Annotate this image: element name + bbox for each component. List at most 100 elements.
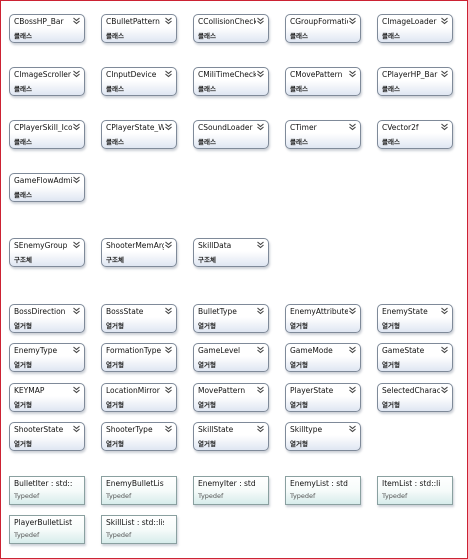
shape-kind: 열거형 — [198, 322, 216, 330]
expand-chevron-icon[interactable] — [164, 307, 173, 315]
expand-chevron-icon[interactable] — [72, 176, 81, 184]
shape-name: EnemyType — [14, 346, 58, 355]
shape-itemlist-std-li[interactable]: ItemList : std::li...Typedef — [377, 476, 453, 505]
expand-chevron-icon[interactable] — [348, 123, 357, 131]
shape-kind: 열거형 — [290, 361, 308, 369]
expand-chevron-icon[interactable] — [72, 425, 81, 433]
expand-chevron-icon[interactable] — [164, 17, 173, 25]
expand-chevron-icon[interactable] — [164, 70, 173, 78]
expand-chevron-icon[interactable] — [72, 241, 81, 249]
shape-enemyiter-std[interactable]: EnemyIter : std:...Typedef — [193, 476, 269, 505]
shape-name: EnemyState — [382, 307, 428, 316]
expand-chevron-icon[interactable] — [348, 17, 357, 25]
shape-name: ShooterMemArg — [106, 241, 164, 250]
expand-chevron-icon[interactable] — [348, 386, 357, 394]
shape-ccollisionchecker[interactable]: CCollisionChecker클래스 — [193, 14, 269, 43]
shape-name: GameLevel — [198, 346, 241, 355]
expand-chevron-icon[interactable] — [164, 123, 173, 131]
shape-enemylist-std[interactable]: EnemyList : std::...Typedef — [285, 476, 361, 505]
shape-skilllist-std-lis[interactable]: SkillList : std::lis...Typedef — [101, 515, 177, 544]
expand-chevron-icon[interactable] — [256, 241, 265, 249]
shape-kind: Typedef — [198, 492, 224, 500]
expand-chevron-icon[interactable] — [256, 346, 265, 354]
expand-chevron-icon[interactable] — [440, 70, 449, 78]
shape-name: ItemList : std::li... — [382, 479, 440, 488]
shape-name: CImageScroller — [14, 70, 71, 79]
shape-kind: 열거형 — [14, 322, 32, 330]
shape-name: CMiliTimeChecker — [198, 70, 256, 79]
shape-selectedcharacter[interactable]: SelectedCharacter열거형 — [377, 383, 453, 412]
expand-chevron-icon[interactable] — [72, 386, 81, 394]
expand-chevron-icon[interactable] — [256, 70, 265, 78]
shape-kind: 열거형 — [382, 322, 400, 330]
shape-name: ShooterType — [106, 425, 153, 434]
shape-enemybulletlist[interactable]: EnemyBulletList...Typedef — [101, 476, 177, 505]
expand-chevron-icon[interactable] — [440, 123, 449, 131]
expand-chevron-icon[interactable] — [440, 386, 449, 394]
expand-chevron-icon[interactable] — [72, 346, 81, 354]
shape-name: PlayerBulletList... — [14, 518, 72, 527]
expand-chevron-icon[interactable] — [348, 346, 357, 354]
expand-chevron-icon[interactable] — [256, 123, 265, 131]
shape-gameflowadmi[interactable]: GameFlowAdmi...클래스 — [9, 173, 85, 202]
expand-chevron-icon[interactable] — [348, 425, 357, 433]
expand-chevron-icon[interactable] — [440, 307, 449, 315]
shape-kind: 클래스 — [198, 85, 216, 93]
expand-chevron-icon[interactable] — [72, 307, 81, 315]
expand-chevron-icon[interactable] — [72, 17, 81, 25]
expand-chevron-icon[interactable] — [164, 241, 173, 249]
shape-cplayerstate-wi[interactable]: CPlayerState_Wi...클래스 — [101, 120, 177, 149]
expand-chevron-icon[interactable] — [256, 17, 265, 25]
expand-chevron-icon[interactable] — [164, 346, 173, 354]
expand-chevron-icon[interactable] — [256, 307, 265, 315]
expand-chevron-icon[interactable] — [72, 123, 81, 131]
shape-enemystate[interactable]: EnemyState 열거형 — [377, 304, 453, 333]
expand-chevron-icon[interactable] — [440, 17, 449, 25]
expand-chevron-icon[interactable] — [256, 425, 265, 433]
expand-chevron-icon[interactable] — [164, 425, 173, 433]
expand-chevron-icon[interactable] — [164, 386, 173, 394]
shape-name: CImageLoader — [382, 17, 437, 26]
expand-chevron-icon[interactable] — [72, 70, 81, 78]
expand-chevron-icon[interactable] — [348, 70, 357, 78]
shape-cgroupformation[interactable]: CGroupFormation클래스 — [285, 14, 361, 43]
expand-chevron-icon[interactable] — [348, 307, 357, 315]
expand-chevron-icon[interactable] — [256, 386, 265, 394]
shape-cmilitimechecker[interactable]: CMiliTimeChecker 클래스 — [193, 67, 269, 96]
shape-bulletiter-std-l[interactable]: BulletIter : std::l...Typedef — [9, 476, 85, 505]
shape-kind: 열거형 — [198, 440, 216, 448]
expand-chevron-icon[interactable] — [440, 346, 449, 354]
shape-playerbulletlist[interactable]: PlayerBulletList...Typedef — [9, 515, 85, 544]
